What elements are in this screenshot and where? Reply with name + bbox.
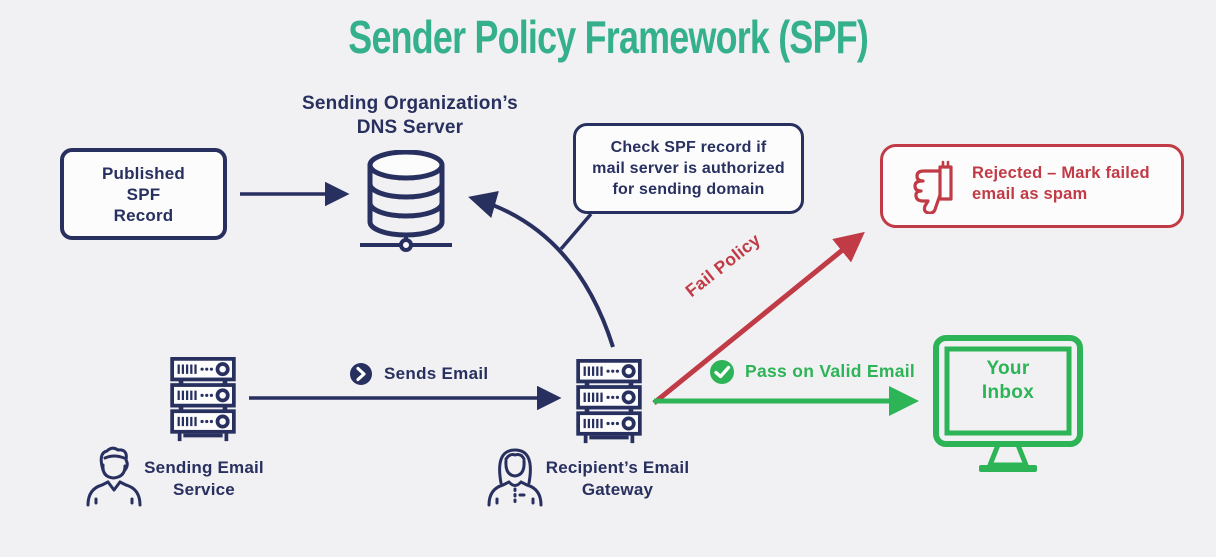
inbox-label: Your Inbox: [933, 357, 1083, 405]
check-box-line2: mail server is authorized: [592, 160, 785, 177]
server-rack-slots: [583, 366, 603, 429]
check-box-line3: for sending domain: [612, 181, 765, 198]
published-box-line3: Record: [113, 205, 174, 225]
dns-server-label: Sending Organization’s DNS Server: [280, 92, 540, 140]
server-rack-dots: [200, 367, 214, 424]
rejected-box-title: Rejected: [972, 164, 1043, 182]
database-icon: [360, 150, 452, 252]
page-title-text: Sender Policy Framework (SPF): [348, 11, 869, 63]
server-rack-dots: [606, 369, 620, 426]
sending-service-line2: Service: [173, 480, 235, 499]
rejected-box: [880, 144, 1184, 228]
server-rack-leds: [215, 362, 230, 429]
sending-email-service-label: Sending Email Service: [133, 457, 275, 501]
server-rack-slots: [177, 364, 197, 427]
server-rack-icon: [170, 357, 236, 442]
inbox-label-line2: Inbox: [981, 382, 1035, 403]
thumbs-down-icon: [913, 160, 953, 214]
check-circle-icon: [710, 360, 734, 384]
check-box-line1: Check SPF record if: [610, 139, 767, 156]
published-box-line2: SPF: [126, 184, 161, 204]
server-rack-icon: [576, 359, 642, 444]
arrow-gateway-to-dns-curve: [468, 191, 615, 348]
dns-server-label-line2: DNS Server: [356, 117, 464, 138]
page-title: Sender Policy Framework (SPF): [0, 10, 1216, 64]
rejected-box-rest: – Mark failed email as spam: [972, 164, 1150, 203]
sending-service-line1: Sending Email: [144, 458, 264, 477]
recipients-email-gateway-label: Recipient’s Email Gateway: [540, 457, 695, 501]
chevron-circle-icon: [350, 363, 372, 385]
published-box-line1: Published: [101, 163, 186, 183]
arrow-fail-policy: [652, 231, 865, 405]
pass-valid-email-label: Pass on Valid Email: [745, 361, 916, 381]
gateway-label-line1: Recipient’s Email: [545, 458, 690, 477]
person-icon: [86, 446, 142, 507]
published-spf-record-box: Published SPF Record: [60, 148, 227, 240]
database-dots: [396, 175, 416, 219]
check-box-callout-tail: [559, 212, 593, 251]
dns-server-label-line1: Sending Organization’s: [302, 93, 518, 114]
check-spf-callout-box: Check SPF record if mail server is autho…: [573, 123, 804, 214]
sends-email-label: Sends Email: [384, 364, 489, 383]
monitor-icon: [933, 335, 1083, 472]
server-rack-leds: [621, 364, 636, 431]
rejected-box-text: Rejected – Mark failed email as spam: [972, 163, 1172, 205]
inbox-label-line1: Your: [986, 358, 1030, 379]
gateway-label-line2: Gateway: [581, 480, 654, 499]
person-icon: [487, 448, 543, 507]
